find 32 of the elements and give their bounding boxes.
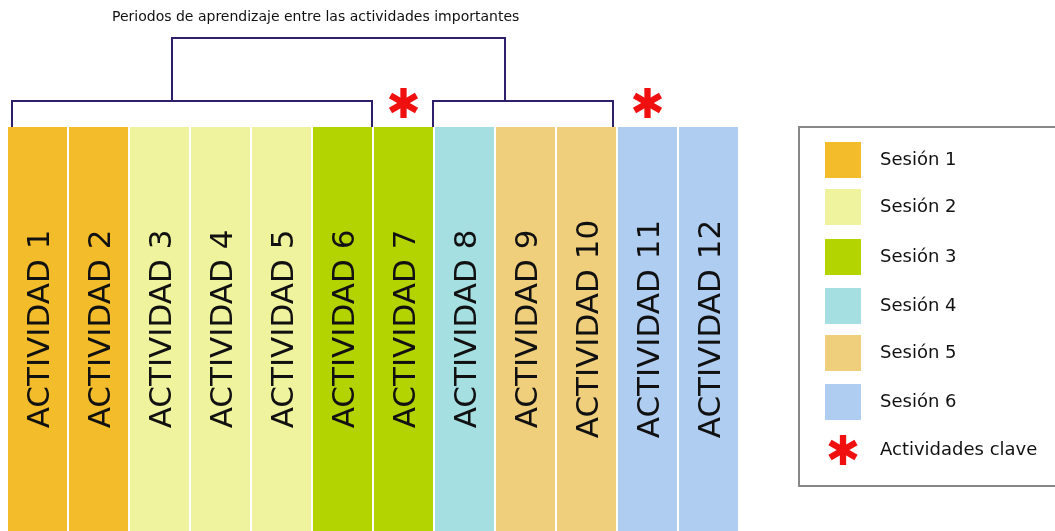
legend-label: Sesión 3 bbox=[880, 245, 957, 266]
activity-column bbox=[191, 127, 250, 531]
activity-label: ACTIVIDAD 12 bbox=[690, 219, 727, 439]
activity-column bbox=[618, 127, 677, 531]
activity-label: ACTIVIDAD 9 bbox=[507, 229, 544, 429]
activity-column bbox=[69, 127, 128, 531]
activity-column bbox=[130, 127, 189, 531]
activity-column bbox=[679, 127, 738, 531]
activity-label: ACTIVIDAD 4 bbox=[202, 229, 239, 429]
legend-label: Actividades clave bbox=[880, 438, 1038, 459]
activity-label: ACTIVIDAD 7 bbox=[385, 229, 422, 429]
activity-label: ACTIVIDAD 2 bbox=[80, 229, 117, 429]
legend-label: Sesión 2 bbox=[880, 195, 957, 216]
bracket-label: Periodos de aprendizaje entre las actividades importantes bbox=[112, 8, 520, 24]
legend-label: Sesión 4 bbox=[880, 294, 957, 315]
activity-column bbox=[374, 127, 433, 531]
activity-label: ACTIVIDAD 5 bbox=[263, 229, 300, 429]
legend-label: Sesión 5 bbox=[880, 341, 957, 362]
activity-label: ACTIVIDAD 1 bbox=[19, 229, 56, 429]
activity-column bbox=[496, 127, 555, 531]
activity-label: ACTIVIDAD 11 bbox=[629, 219, 666, 439]
activity-label: ACTIVIDAD 3 bbox=[141, 229, 178, 429]
activity-column bbox=[313, 127, 372, 531]
activity-label: ACTIVIDAD 10 bbox=[568, 219, 605, 439]
activity-label: ACTIVIDAD 6 bbox=[324, 229, 361, 429]
activity-column bbox=[557, 127, 616, 531]
legend-label: Sesión 1 bbox=[880, 148, 957, 169]
activity-column bbox=[435, 127, 494, 531]
activity-column bbox=[8, 127, 67, 531]
activity-label: ACTIVIDAD 8 bbox=[446, 229, 483, 429]
activity-column bbox=[252, 127, 311, 531]
legend-label: Sesión 6 bbox=[880, 390, 957, 411]
